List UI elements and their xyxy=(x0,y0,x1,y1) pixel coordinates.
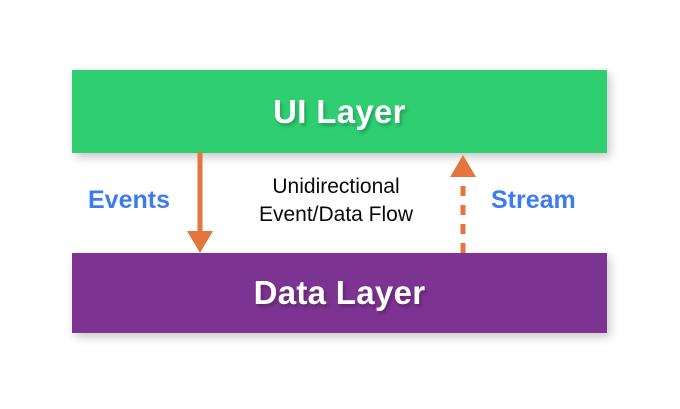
ui-layer-label: UI Layer xyxy=(273,92,406,130)
stream-arrow-head xyxy=(450,155,476,177)
stream-arrow-icon xyxy=(450,155,476,253)
data-layer-box: Data Layer xyxy=(72,253,607,333)
events-label: Events xyxy=(88,186,170,214)
ui-layer-box: UI Layer xyxy=(72,70,607,153)
events-arrow-icon xyxy=(187,152,213,253)
flow-caption-line-2: Event/Data Flow xyxy=(258,202,414,226)
flow-caption-line-1: Unidirectional xyxy=(272,175,400,198)
events-arrow-head xyxy=(187,231,213,253)
flow-caption: Unidirectional Event/Data Flow xyxy=(230,173,442,228)
stream-label: Stream xyxy=(491,186,576,214)
data-layer-label: Data Layer xyxy=(253,274,426,311)
